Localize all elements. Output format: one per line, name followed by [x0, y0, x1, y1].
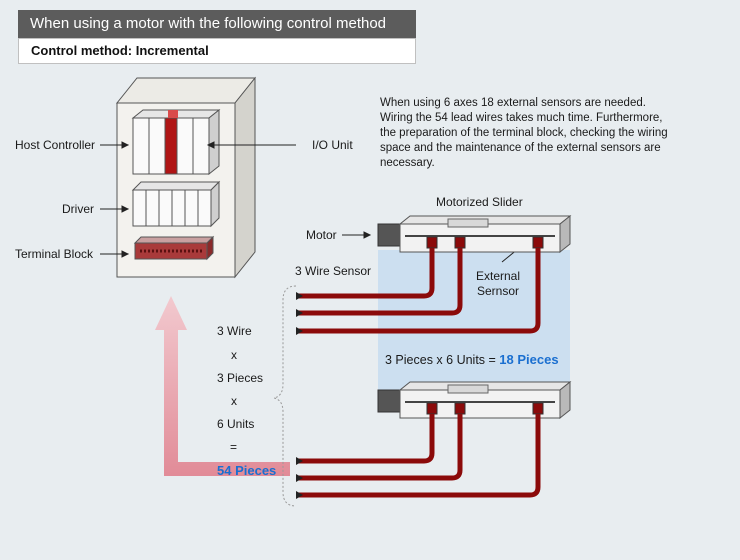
motorized-slider-lower	[377, 380, 572, 420]
wire-calc-line4: x	[231, 394, 237, 408]
terminal-block	[133, 235, 215, 261]
wire-calc-line5: 6 Units	[217, 417, 255, 431]
sensor-wire-arrows-upper	[296, 292, 303, 335]
terminal-block-label: Terminal Block	[15, 247, 94, 261]
wire-count-brace	[273, 285, 297, 507]
three-wire-sensor-label: 3 Wire Sensor	[295, 264, 372, 278]
driver-unit	[131, 180, 221, 228]
sensor-highlight-band	[378, 250, 570, 395]
wire-calc-line6: =	[230, 440, 238, 454]
pieces-result: 18 Pieces	[499, 352, 559, 367]
sensor-wires-upper	[298, 248, 541, 334]
external-sensor-label: External Sernsor	[476, 269, 521, 298]
motorized-slider-upper	[377, 214, 572, 254]
wire-return-arrow	[155, 296, 290, 476]
driver-label: Driver	[62, 202, 94, 216]
description-text: When using 6 axes 18 external sensors ar…	[380, 97, 668, 169]
pieces-calculation: 3 Pieces x 6 Units = 18 Pieces	[385, 352, 559, 367]
host-controller-label: Host Controller	[15, 138, 96, 152]
host-controller-unit	[131, 108, 221, 176]
wire-calc-line1: 3 Wire	[217, 324, 252, 338]
control-method-label: Control method: Incremental	[18, 38, 416, 64]
wires-result: 54 Pieces	[217, 463, 277, 478]
io-unit-label: I/O Unit	[312, 138, 353, 152]
sensor-wire-arrows-lower	[296, 457, 303, 499]
motor-label: Motor	[306, 228, 337, 242]
motorized-slider-label: Motorized Slider	[436, 195, 523, 209]
wire-calc-line2: x	[231, 348, 237, 362]
sensor-wires-lower	[298, 414, 541, 498]
page-title: When using a motor with the following co…	[18, 10, 416, 38]
wire-calc-line3: 3 Pieces	[217, 371, 264, 385]
